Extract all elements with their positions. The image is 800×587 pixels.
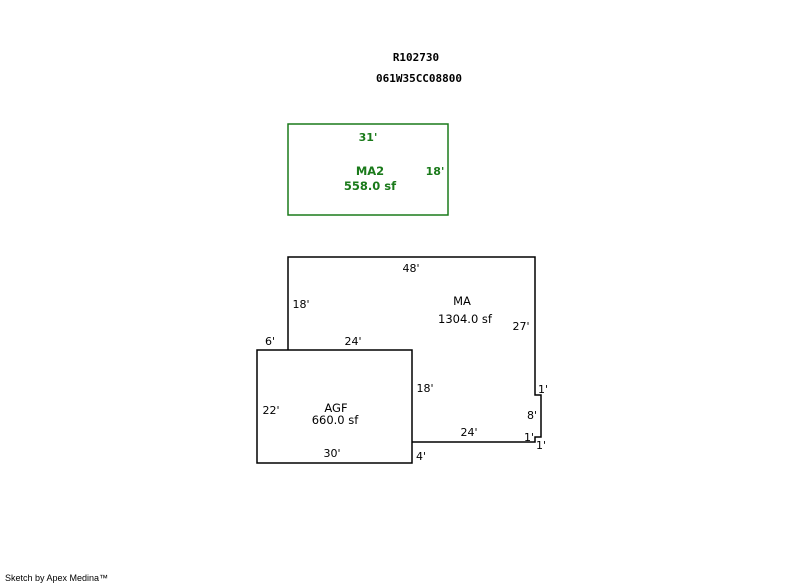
ma2-area: 558.0 sf (344, 179, 397, 193)
ma-notch-bottom-a-dim: 1' (524, 431, 534, 444)
ma2-top-dim: 31' (359, 131, 378, 144)
ma-step-dim: 4' (416, 450, 426, 463)
ma2-outline (287, 123, 449, 216)
ma-area: 1304.0 sf (438, 312, 493, 326)
map-number: 061W35CC08800 (376, 72, 462, 85)
ma-notch-top-dim: 1' (538, 383, 548, 396)
agf-outline (256, 349, 413, 464)
agf-bottom-dim: 30' (323, 447, 340, 460)
ma-notch-side-dim: 8' (527, 409, 537, 422)
agf-offset-dim: 6' (265, 335, 275, 348)
sketch-credit: Sketch by Apex Medina™ (5, 573, 109, 583)
agf-left-dim: 22' (262, 404, 279, 417)
agf-code: AGF (324, 401, 347, 415)
parcel-id: R102730 (393, 51, 439, 64)
ma2-right-dim: 18' (426, 165, 445, 178)
ma-right-dim: 27' (512, 320, 529, 333)
agf-right-dim: 18' (416, 382, 433, 395)
ma-code: MA (453, 294, 471, 308)
ma-outline (287, 256, 542, 443)
ma2-code: MA2 (356, 164, 384, 178)
agf-top-dim: 24' (344, 335, 361, 348)
ma-top-dim: 48' (402, 262, 419, 275)
ma-left-dim: 18' (292, 298, 309, 311)
ma-notch-bottom-b-dim: 1' (536, 439, 546, 452)
agf-area: 660.0 sf (312, 413, 360, 427)
ma-bottom-dim: 24' (460, 426, 477, 439)
